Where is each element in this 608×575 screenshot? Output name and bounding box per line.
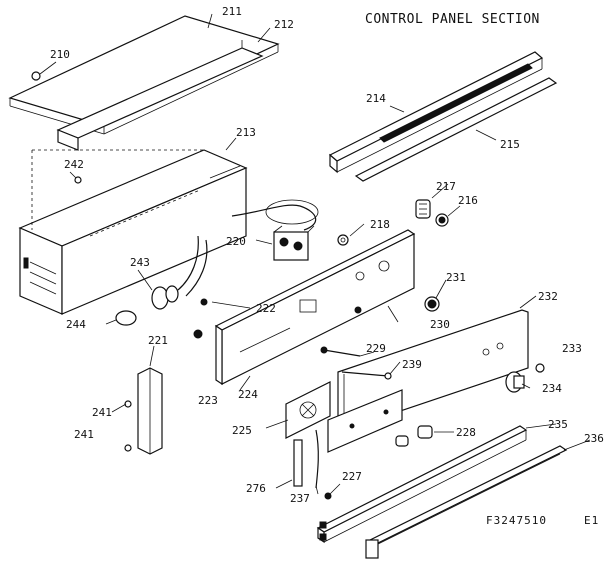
callout-labels: 210 211 212 213 214 215 216 217 218 220 … <box>50 5 604 505</box>
callout-214: 214 <box>366 92 386 105</box>
callout-220: 220 <box>226 235 246 248</box>
top-cover-211 <box>8 15 280 135</box>
trim-214 <box>328 51 544 174</box>
rod-237 <box>315 429 319 489</box>
callout-237: 237 <box>290 492 310 505</box>
trim-215 <box>354 77 558 182</box>
callout-223: 223 <box>198 394 218 407</box>
callout-230: 230 <box>430 318 450 331</box>
screw-242 <box>74 176 82 184</box>
screw-241-lower <box>124 444 132 452</box>
screw-223 <box>193 329 203 339</box>
callout-232: 232 <box>538 290 558 303</box>
callout-211: 211 <box>222 5 242 18</box>
callout-210: 210 <box>50 48 70 61</box>
drawing-revision: E1 <box>584 514 599 527</box>
lens-plate-226 <box>327 389 403 453</box>
screw-222 <box>200 298 208 306</box>
strip-236 <box>368 445 568 549</box>
bracket-221 <box>137 367 163 455</box>
callout-217: 217 <box>436 180 456 193</box>
knob-217 <box>415 199 431 219</box>
screw-210 <box>31 61 57 81</box>
control-panel-230 <box>214 229 416 386</box>
rear-strip-212 <box>56 40 264 151</box>
lamp-244 <box>115 310 137 326</box>
callout-227: 227 <box>342 470 362 483</box>
knob-234 <box>505 371 525 393</box>
callout-218: 218 <box>370 218 390 231</box>
callout-213: 213 <box>236 126 256 139</box>
callout-233: 233 <box>562 342 582 355</box>
screw-227 <box>324 492 332 500</box>
callout-216: 216 <box>458 194 478 207</box>
callout-215: 215 <box>500 138 520 151</box>
screw-241-upper <box>124 400 132 408</box>
callout-243: 243 <box>130 256 150 269</box>
backguard-housing-213 <box>18 149 248 315</box>
callout-212: 212 <box>274 18 294 31</box>
socket-243 <box>151 235 208 310</box>
callout-276: 276 <box>246 482 266 495</box>
callout-239: 239 <box>402 358 422 371</box>
callout-236: 236 <box>584 432 604 445</box>
callout-225: 225 <box>232 424 252 437</box>
callout-229: 229 <box>366 342 386 355</box>
shaft-229 <box>320 346 361 357</box>
callout-235: 235 <box>548 418 568 431</box>
callout-244: 244 <box>66 318 86 331</box>
rod-276 <box>293 439 303 487</box>
timer-plate-225 <box>285 381 331 439</box>
bracket-lower <box>319 521 379 559</box>
leader-lines <box>69 13 591 495</box>
callout-228: 228 <box>456 426 476 439</box>
callout-241-upper: 241 <box>92 406 112 419</box>
grommet-218 <box>337 234 349 246</box>
knob-231 <box>424 296 440 312</box>
callout-242: 242 <box>64 158 84 171</box>
callout-231: 231 <box>446 271 466 284</box>
nut-216 <box>435 213 449 227</box>
screw-233 <box>535 363 545 373</box>
thermostat-220 <box>231 199 319 261</box>
drawing-code: F3247510 <box>486 514 547 527</box>
diagram-title: CONTROL PANEL SECTION <box>365 12 540 27</box>
callout-222: 222 <box>256 302 276 315</box>
rod-239 <box>341 371 392 380</box>
callout-234: 234 <box>542 382 562 395</box>
callout-224: 224 <box>238 388 258 401</box>
switch-228 <box>395 425 433 447</box>
callout-241-lower: 241 <box>74 428 94 441</box>
callout-221: 221 <box>148 334 168 347</box>
